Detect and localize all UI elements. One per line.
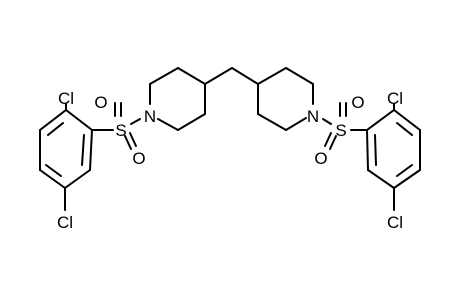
bond	[324, 132, 332, 147]
bond	[204, 67, 233, 85]
oxygen-label-right-top: O	[351, 93, 364, 112]
bond	[89, 129, 93, 171]
nitrogen-label-right: N	[307, 107, 319, 126]
bond	[322, 118, 332, 125]
bond	[285, 67, 314, 85]
bond	[149, 67, 179, 85]
bond	[329, 135, 337, 150]
bond	[231, 67, 259, 85]
bond	[366, 129, 369, 171]
bond	[157, 118, 179, 131]
bond	[393, 169, 421, 189]
chlorine-label-top-left: Cl	[58, 89, 74, 108]
bond	[374, 134, 377, 166]
bond	[367, 169, 395, 189]
bond	[130, 118, 141, 125]
oxygen-label-left-top: O	[94, 93, 107, 112]
bond	[65, 109, 93, 131]
bond	[177, 113, 206, 131]
bond	[124, 135, 132, 150]
oxygen-label-right-bottom: O	[314, 149, 327, 168]
oxygen-label-left-bottom: O	[132, 149, 145, 168]
bond	[47, 122, 64, 136]
chlorine-label-bottom-right: Cl	[387, 213, 403, 232]
nitrogen-label-left: N	[144, 107, 156, 126]
atom-labels: Cl Cl S O O N N S O O Cl Cl	[57, 89, 403, 232]
bond	[39, 169, 66, 189]
bond	[396, 122, 413, 136]
bond	[129, 132, 137, 147]
bond-lines	[39, 67, 421, 211]
bond	[393, 109, 421, 131]
bond	[81, 134, 85, 166]
bond	[39, 109, 67, 131]
bond	[285, 117, 307, 131]
chlorine-label-bottom-left: Cl	[57, 213, 73, 232]
bond	[45, 164, 62, 177]
bond	[177, 67, 206, 85]
sulfur-label-left: S	[115, 121, 126, 140]
bond	[257, 113, 287, 131]
bond	[64, 169, 91, 189]
chlorine-label-top-right: Cl	[387, 89, 403, 108]
bond	[257, 67, 287, 85]
bond	[366, 109, 395, 131]
sulfur-label-right: S	[335, 121, 346, 140]
bond	[396, 164, 413, 177]
